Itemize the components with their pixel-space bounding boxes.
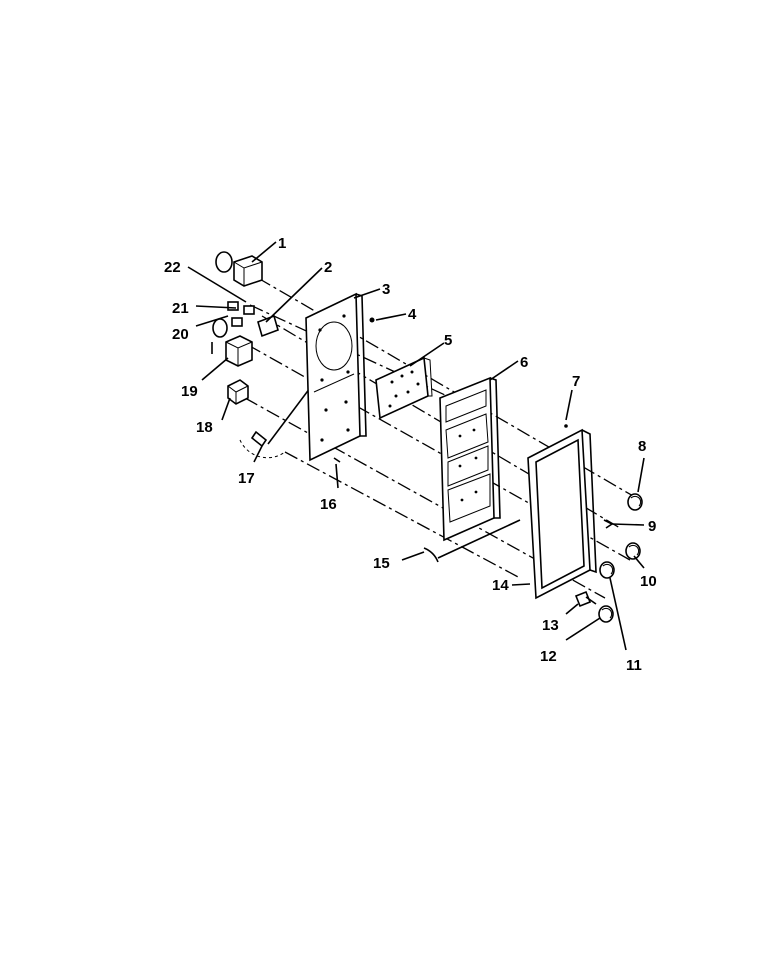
callout-6: 6 (520, 354, 528, 371)
leader-lines (187, 241, 645, 651)
part-12-knob (598, 605, 614, 623)
callout-11: 11 (626, 657, 642, 674)
callout-14: 14 (492, 577, 509, 594)
part-15-cable (423, 519, 521, 563)
part-9-clip (603, 519, 614, 529)
part-1-switch (215, 251, 263, 287)
part-11-knob (599, 561, 615, 579)
callout-2: 2 (324, 259, 332, 276)
part-13-shaft (574, 590, 597, 608)
callout-8: 8 (638, 438, 646, 455)
part-22-21-20-hardware (211, 301, 255, 354)
callout-labels: 1 2 3 4 5 6 7 8 9 10 11 12 13 14 15 16 1… (164, 235, 657, 674)
callout-19: 19 (181, 383, 198, 400)
callout-3: 3 (382, 281, 390, 298)
part-3-mounting-plate (305, 292, 367, 462)
part-7-frame (527, 424, 597, 600)
part-2-bracket (257, 314, 279, 338)
callout-18: 18 (196, 419, 213, 436)
callout-1: 1 (278, 235, 286, 252)
callout-4: 4 (408, 306, 417, 323)
callout-9: 9 (648, 518, 656, 535)
part-8-knob (627, 493, 643, 511)
part-17-clip (239, 387, 311, 459)
part-16-screw (333, 457, 341, 463)
callout-7: 7 (572, 373, 580, 390)
callout-5: 5 (444, 332, 452, 349)
callout-15: 15 (373, 555, 390, 572)
callout-21: 21 (172, 300, 189, 317)
part-5-circuit-board (375, 356, 433, 420)
callout-17: 17 (238, 470, 255, 487)
part-19-switch-block (225, 335, 253, 367)
part-4-screw (369, 317, 375, 323)
callout-22: 22 (164, 259, 181, 276)
part-18-block (227, 379, 249, 405)
callout-20: 20 (172, 326, 189, 343)
callout-13: 13 (542, 617, 559, 634)
callout-10: 10 (640, 573, 657, 590)
part-6-control-panel (439, 376, 501, 542)
callout-16: 16 (320, 496, 337, 513)
callout-12: 12 (540, 648, 557, 665)
part-10-knob (625, 542, 641, 560)
